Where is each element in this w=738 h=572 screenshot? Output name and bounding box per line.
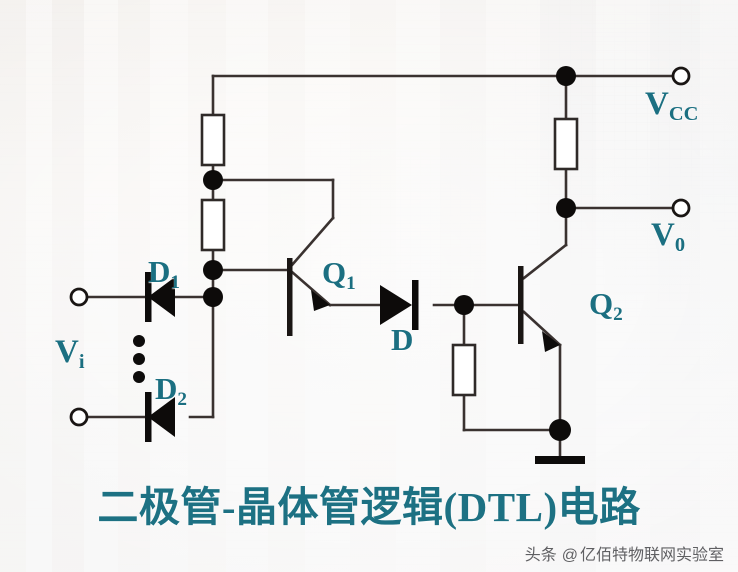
node-diode-anodes [203,287,223,307]
label-transistor-2-sub: 2 [613,303,623,325]
node-ground [549,419,571,441]
label-vin: Vi [55,334,85,373]
label-diode-1-base: D [148,254,171,289]
terminals [69,66,691,427]
node-q1-base [203,260,223,280]
diode-series-ellipsis [133,335,145,383]
label-vout-sub: 0 [674,234,686,257]
label-diode-1-sub: 1 [170,271,180,293]
label-diode-2: D2 [155,371,187,409]
node-vout [556,198,576,218]
label-diode-coupling-base: D [391,322,414,357]
label-vin-sub: i [78,351,85,374]
diode-d-coupling [380,280,419,330]
wire-q2-emitter-slant [522,310,562,347]
wire-q1-collector-slant [290,216,335,267]
terminal-vcc [671,66,691,86]
junction-nodes [203,66,576,441]
resistor-pulldown [451,343,477,397]
label-transistor-1-base: Q [322,255,347,290]
resistor-group [200,113,579,397]
label-diode-2-sub: 2 [177,388,187,410]
label-transistor-2-base: Q [589,286,614,321]
diode-d2 [145,392,175,442]
wire-q1-emitter-slant [290,270,332,307]
label-transistor-1: Q1 [322,255,356,293]
terminal-vout [671,198,691,218]
label-vcc: VCC [645,86,698,125]
wire-q2-collector-slant [522,243,568,280]
label-vcc-base: V [645,86,669,122]
resistor-base-bias [200,198,226,252]
label-diode-2-base: D [155,371,178,406]
node-q2-base [454,295,474,315]
label-transistor-2: Q2 [589,286,623,324]
resistor-collector-load [553,117,579,171]
resistor-top-bias [200,113,226,167]
watermark: 头条@亿佰特物联网实验室 [525,541,724,565]
label-diode-coupling: D [391,324,413,355]
label-vout: V0 [651,217,685,256]
node-bias-mid [203,170,223,190]
label-vcc-sub: CC [668,103,699,126]
terminal-vin-1 [69,287,89,307]
watermark-account: 亿佰特物联网实验室 [579,547,724,564]
label-vin-base: V [55,334,79,370]
diode-d1 [145,272,175,322]
transistor-q2 [518,266,560,352]
terminal-vin-2 [69,407,89,427]
node-vcc-rail [556,66,576,86]
watermark-source: 头条 [524,547,557,564]
label-vout-base: V [651,217,675,253]
watermark-at: @ [561,547,578,564]
transistor-q1 [287,258,330,336]
ground-symbol [535,456,585,464]
label-transistor-1-sub: 1 [346,272,356,294]
figure-title: 二极管-晶体管逻辑(DTL)电路 [97,484,641,530]
label-diode-1: D1 [148,254,180,292]
